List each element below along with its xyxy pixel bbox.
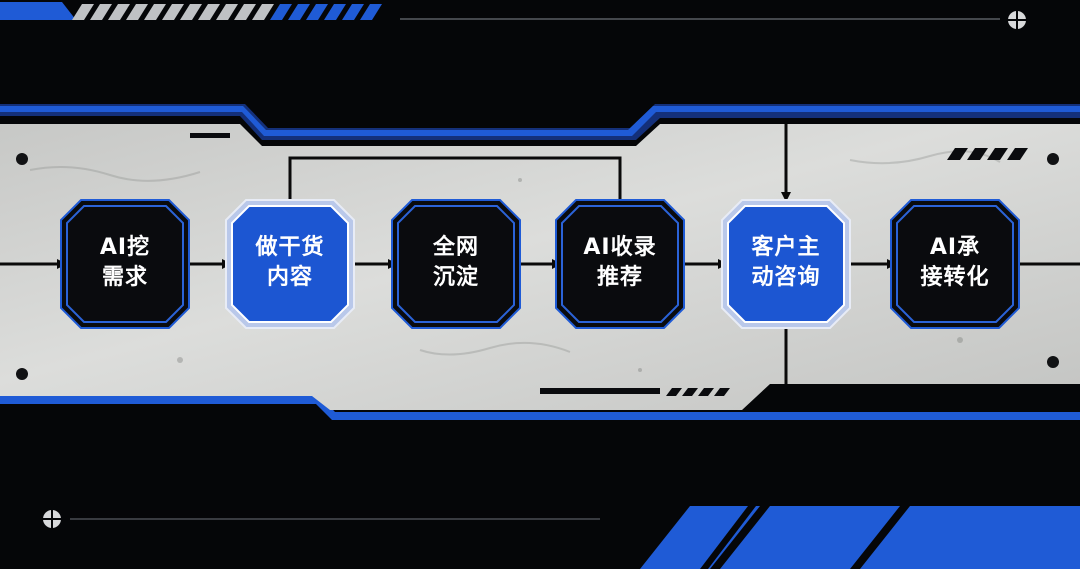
node-label-line2: 接转化 — [920, 265, 990, 290]
node-content — [225, 199, 355, 329]
node-label-line1: AI挖 — [99, 235, 151, 260]
node-label-line2: 沉淀 — [432, 265, 479, 290]
node-shape — [231, 205, 349, 323]
node-label-mining: AI挖需求 — [65, 233, 185, 293]
connectors — [0, 124, 1080, 384]
node-deposit — [391, 199, 521, 329]
node-label-inquiry: 客户主动咨询 — [726, 233, 846, 293]
panel — [0, 124, 1080, 410]
node-label-conversion: AI承接转化 — [895, 233, 1015, 293]
node-label-line1: AI收录 — [583, 235, 657, 260]
node-label-line1: 全网 — [432, 235, 479, 260]
node-shape — [397, 205, 515, 323]
node-conversion — [890, 199, 1020, 329]
node-label-deposit: 全网沉淀 — [396, 233, 516, 293]
node-label-line1: AI承 — [929, 235, 981, 260]
crosshair-icon — [43, 510, 61, 528]
node-mining — [60, 199, 190, 329]
node-shape — [561, 205, 679, 323]
panel-dots — [16, 153, 1059, 380]
top-decoration — [0, 2, 1026, 29]
node-label-line2: 动咨询 — [751, 265, 821, 290]
frame-bands — [0, 104, 1080, 420]
node-label-line1: 做干货 — [255, 235, 325, 260]
node-label-line2: 需求 — [101, 265, 148, 290]
node-shape — [896, 205, 1014, 323]
node-shape — [727, 205, 845, 323]
node-label-line2: 内容 — [266, 265, 313, 290]
node-label-line2: 推荐 — [596, 265, 643, 290]
nodes — [60, 199, 1020, 329]
node-label-line1: 客户主 — [751, 235, 821, 260]
loop-connector — [288, 156, 622, 206]
node-label-recommend: AI收录推荐 — [560, 233, 680, 293]
bottom-decoration — [43, 506, 1080, 569]
node-recommend — [555, 199, 685, 329]
node-inquiry — [721, 199, 851, 329]
node-label-content: 做干货内容 — [230, 233, 350, 293]
panel-stripes — [190, 133, 1028, 396]
crosshair-icon — [1008, 11, 1026, 29]
node-shape — [66, 205, 184, 323]
